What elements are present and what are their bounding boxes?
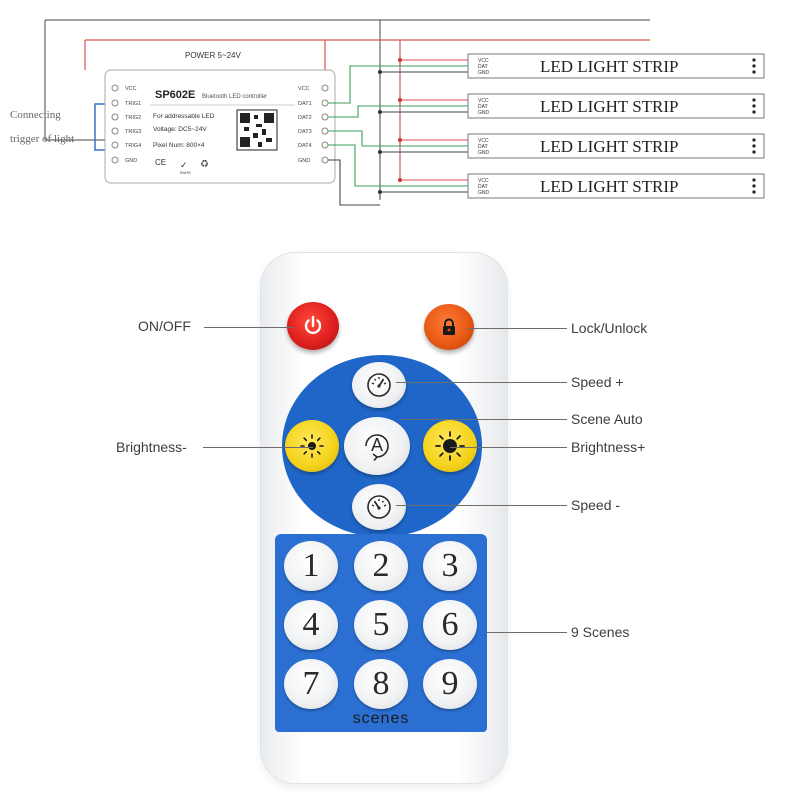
trigger-label-line2: trigger of light — [10, 133, 74, 145]
scene-button-3[interactable]: 3 — [423, 541, 477, 591]
strip-label: LED LIGHT STRIP — [540, 177, 679, 196]
data-wires — [328, 65, 470, 206]
led-strip: VCC DAT GND LED LIGHT STRIP — [467, 173, 765, 199]
speed-down-button[interactable] — [352, 484, 406, 530]
scene-button-6[interactable]: 6 — [423, 600, 477, 650]
lock-button[interactable] — [424, 304, 474, 350]
nine-scenes-leader — [487, 632, 567, 633]
pin-label: GND — [125, 158, 137, 164]
lock-icon — [443, 318, 455, 335]
brightness-plus-label: Brightness+ — [571, 439, 646, 455]
strip-pin-label: DAT — [478, 184, 488, 190]
pin-label: GND — [298, 158, 310, 164]
controller-subtitle: Bluetooth LED controller — [202, 94, 267, 100]
brightness-up-button[interactable] — [423, 420, 477, 472]
strip-pin-label: VCC — [478, 98, 489, 104]
on-off-leader — [204, 327, 294, 328]
scenes-label: scenes — [352, 710, 410, 727]
speedometer-icon — [367, 373, 391, 397]
strip-feeds — [380, 59, 470, 193]
strip-pin-label: GND — [478, 110, 490, 116]
sun-large-icon — [435, 431, 465, 461]
strip-label: LED LIGHT STRIP — [540, 137, 679, 156]
trigger-label-line1: Connecting — [10, 109, 61, 121]
power-wire — [84, 39, 650, 182]
speedometer-icon — [367, 495, 391, 519]
strip-label: LED LIGHT STRIP — [540, 57, 679, 76]
brightness-minus-label: Brightness- — [116, 439, 187, 455]
pin-label: DAT4 — [298, 143, 312, 149]
strip-pin-label: VCC — [478, 178, 489, 184]
pin-label: DAT1 — [298, 101, 312, 107]
strip-pin-label: GND — [478, 190, 490, 196]
power-button[interactable] — [287, 302, 339, 350]
strip-pin-label: DAT — [478, 104, 488, 110]
pin-label: DAT2 — [298, 115, 312, 121]
lock-unlock-leader — [467, 328, 567, 329]
strip-pin-label: GND — [478, 150, 490, 156]
led-strip: VCC DAT GND LED LIGHT STRIP — [467, 53, 765, 79]
pin-label: VCC — [125, 86, 137, 92]
scene-button-5[interactable]: 5 — [354, 600, 408, 650]
wiring-diagram: POWER 5~24V Connecting trigger of light … — [10, 19, 765, 206]
brightness-plus-leader — [450, 447, 567, 448]
check-icon: ✓ — [180, 160, 188, 170]
pin-label: TRIG2 — [125, 115, 141, 121]
controller-spec3: Pixel Num: 800×4 — [153, 142, 205, 149]
controller-box: SP602E Bluetooth LED controller For addr… — [104, 69, 336, 184]
scene-button-2[interactable]: 2 — [354, 541, 408, 591]
trigger-bracket — [94, 103, 108, 151]
power-icon — [304, 315, 322, 335]
brightness-minus-leader — [203, 447, 313, 448]
pin-label: DAT3 — [298, 129, 312, 135]
pin-label: TRIG4 — [125, 143, 141, 149]
auto-letter: A — [370, 435, 383, 455]
on-off-label: ON/OFF — [138, 318, 191, 334]
controller-spec2: Voltage: DC5~24V — [153, 126, 207, 133]
speed-up-button[interactable] — [352, 362, 406, 408]
junction-dots — [398, 58, 402, 182]
scene-button-1[interactable]: 1 — [284, 541, 338, 591]
speed-minus-label: Speed - — [571, 497, 621, 513]
scene-auto-button[interactable]: A — [344, 417, 410, 475]
scene-button-9[interactable]: 9 — [423, 659, 477, 709]
speed-minus-leader — [396, 505, 567, 506]
recycle-icon: ♻ — [200, 159, 209, 170]
strip-pin-label: DAT — [478, 144, 488, 150]
scene-button-4[interactable]: 4 — [284, 600, 338, 650]
speed-plus-leader — [396, 382, 567, 383]
controller-spec1: For addressable LED — [153, 113, 215, 120]
auto-cycle-icon: A — [360, 429, 394, 463]
controller-model: SP602E — [155, 89, 195, 101]
lock-unlock-label: Lock/Unlock — [571, 320, 648, 336]
qr-code-icon — [236, 109, 278, 151]
strip-pin-label: VCC — [478, 58, 489, 64]
strip-pin-label: VCC — [478, 138, 489, 144]
strip-pin-label: DAT — [478, 64, 488, 70]
scene-button-7[interactable]: 7 — [284, 659, 338, 709]
ce-mark: CE — [155, 158, 166, 167]
pin-label: TRIG1 — [125, 101, 141, 107]
scene-auto-leader — [402, 419, 567, 420]
strip-pin-label: GND — [478, 70, 490, 76]
left-pins: VCC TRIG1 TRIG2 TRIG3 TRIG4 GND — [111, 84, 141, 164]
strip-label: LED LIGHT STRIP — [540, 97, 679, 116]
power-label: POWER 5~24V — [185, 51, 241, 60]
junction-dots-black — [378, 70, 382, 194]
brightness-down-button[interactable] — [285, 420, 339, 472]
pin-label: VCC — [298, 86, 310, 92]
rohs-mark: RoHS — [180, 170, 191, 175]
scene-button-8[interactable]: 8 — [354, 659, 408, 709]
scene-auto-label: Scene Auto — [571, 411, 643, 427]
led-strip: VCC DAT GND LED LIGHT STRIP — [467, 133, 765, 159]
speed-plus-label: Speed + — [571, 374, 624, 390]
pin-label: TRIG3 — [125, 129, 141, 135]
led-strip: VCC DAT GND LED LIGHT STRIP — [467, 93, 765, 119]
nine-scenes-label: 9 Scenes — [571, 624, 630, 640]
sun-small-icon — [300, 434, 324, 458]
